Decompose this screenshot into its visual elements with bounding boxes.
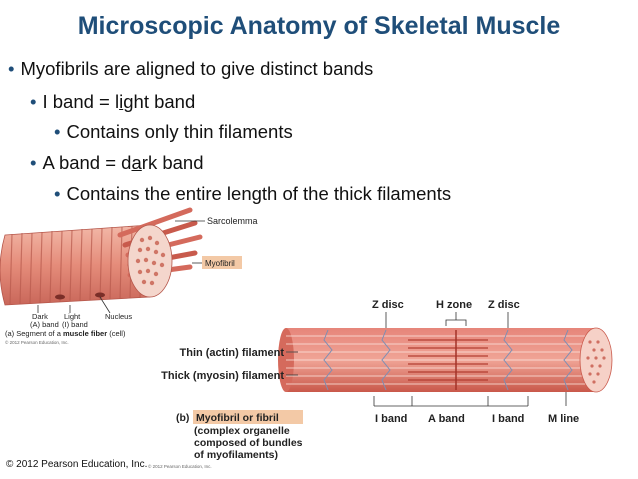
bullet-text: A band = d xyxy=(42,152,132,173)
caption-prefix: (a) Segment of a xyxy=(5,329,63,338)
band-brackets xyxy=(373,392,567,407)
i-band-left-label: I band xyxy=(375,413,407,425)
bullet-thick-filaments: •Contains the entire length of the thick… xyxy=(54,183,451,205)
h-zone-bracket xyxy=(445,319,467,326)
z-disc-zigzags xyxy=(323,329,573,391)
myofibril-right-end xyxy=(579,327,613,393)
sarcolemma-label: Sarcolemma xyxy=(207,216,258,226)
myofibril-caption-b: (b) xyxy=(176,412,189,424)
fiber-caption: (a) Segment of a muscle fiber (cell) xyxy=(5,329,126,338)
bullet-text: I band = l xyxy=(42,91,120,112)
bullet-dot-icon: • xyxy=(30,152,37,173)
z-disc-left-label: Z disc xyxy=(372,299,404,311)
myofibril-caption-line3: composed of bundles xyxy=(194,437,303,449)
myofibril-caption-highlight-box xyxy=(193,410,303,424)
bullet-i-band: •I band = light band xyxy=(30,91,195,113)
underlined-letter: i xyxy=(119,91,124,112)
nucleus-label: Nucleus xyxy=(105,312,132,321)
myofibril-caption-highlight: Myofibril or fibril xyxy=(196,412,279,424)
nucleus-dots xyxy=(55,292,105,300)
light-band-label-2: (I) band xyxy=(62,320,88,329)
underlined-letter: a xyxy=(131,152,142,173)
myofibril-small-credit: © 2012 Pearson Education, Inc. xyxy=(148,463,212,469)
fiber-small-credit: © 2012 Pearson Education, Inc. xyxy=(5,339,69,345)
bullet-a-band: •A band = dark band xyxy=(30,152,204,174)
myofibril-label: Myofibril xyxy=(205,259,235,268)
myofibril-label-box xyxy=(202,256,242,269)
end-face-dots xyxy=(586,340,606,384)
light-band-label: Light xyxy=(64,312,81,321)
bullet-text: ght band xyxy=(123,91,196,112)
caption-suffix: (cell) xyxy=(107,329,126,338)
bullet-dot-icon: • xyxy=(54,121,61,142)
bullet-dot-icon: • xyxy=(30,91,37,112)
thick-filament-label: Thick (myosin) filament xyxy=(161,370,284,382)
bullet-text: Contains only thin filaments xyxy=(66,121,293,142)
caption-highlight: muscle fiber xyxy=(63,329,107,338)
bullet-dot-icon: • xyxy=(54,183,61,204)
muscle-fiber-illustration: Sarcolemma Myofibril Dark (A) band Light… xyxy=(0,207,258,345)
fiber-cut-end xyxy=(127,224,173,298)
cut-end-dots xyxy=(135,235,166,286)
myofibril-illustration: Z disc H zone Z disc Thin (actin) filame… xyxy=(148,299,613,469)
z-disc-right-label: Z disc xyxy=(488,299,520,311)
thick-filament-band xyxy=(408,339,488,381)
slide-title: Microscopic Anatomy of Skeletal Muscle xyxy=(77,12,561,40)
filament-lines xyxy=(286,335,596,385)
bullet-myofibrils: •Myofibrils are aligned to give distinct… xyxy=(8,58,373,80)
myofibril-caption-line2: (complex organelle xyxy=(194,425,290,437)
i-band-right-label: I band xyxy=(492,413,524,425)
dark-band-label: Dark xyxy=(32,312,48,321)
bullet-text: rk band xyxy=(141,152,204,173)
bullet-text: Contains the entire length of the thick … xyxy=(66,183,452,204)
bullet-dot-icon: • xyxy=(8,58,15,79)
thin-filament-label: Thin (actin) filament xyxy=(180,347,285,359)
dark-band-label-2: (A) band xyxy=(30,320,59,329)
myofibril-caption-line4: of myofilaments) xyxy=(194,449,278,461)
bullet-thin-filaments: •Contains only thin filaments xyxy=(54,121,293,143)
a-band-label: A band xyxy=(428,413,465,425)
bullet-text: Myofibrils are aligned to give distinct … xyxy=(20,58,374,79)
m-line-label: M line xyxy=(548,413,579,425)
h-zone-label: H zone xyxy=(436,299,472,311)
footer-copyright: © 2012 Pearson Education, Inc. xyxy=(6,459,148,470)
nucleus-leader xyxy=(99,296,111,314)
